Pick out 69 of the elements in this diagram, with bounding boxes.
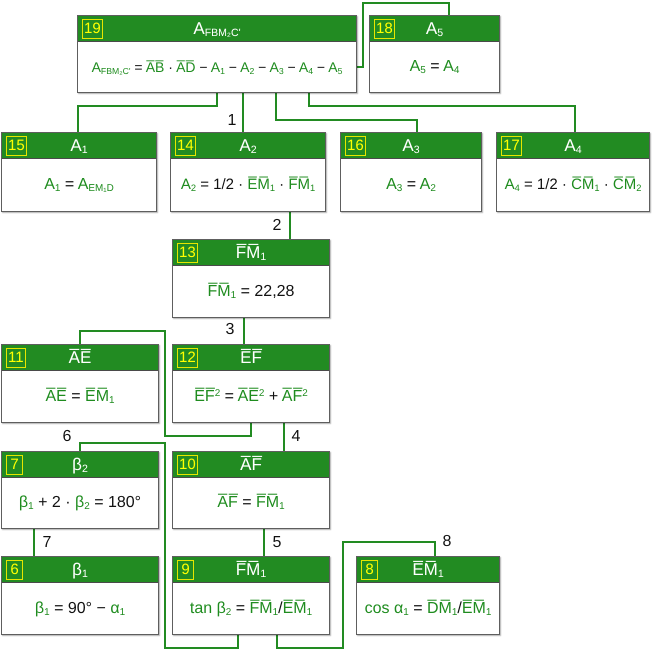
- connector-line: [283, 423, 285, 451]
- number-badge: 11: [6, 348, 26, 368]
- card: [1, 451, 159, 529]
- formula: β$_{1}$ + 2 · β$_{2}$ = 180°: [18, 493, 142, 514]
- formula: E̅F̅$^{2}$ = A̅E̅$^{2}$ + A̅F̅$^{2}$: [194, 386, 308, 406]
- card-title: A$_{2}$: [239, 136, 257, 156]
- number-badge: 16: [345, 136, 366, 156]
- formula: A$_{FBM₂C'}$ = A̅B̅ · A̅D̅ − A$_{1}$ − A$_{2}$ − A$_{3}$ − A$_{4}$ − A$_{5}$: [92, 58, 342, 78]
- formula: A$_{3}$ = A$_{2}$: [386, 175, 436, 196]
- card: [1, 556, 159, 635]
- formula: A̅E̅ = E̅M̅$_{1}$: [45, 386, 115, 408]
- number-badge: 9: [177, 560, 194, 580]
- connector-line: [79, 330, 252, 437]
- number-badge: 17: [501, 136, 522, 156]
- formula: A$_{5}$ = A$_{4}$: [410, 57, 460, 78]
- number-badge: 8: [361, 560, 378, 580]
- connector-line: [79, 442, 239, 649]
- card-title: A$_{4}$: [564, 136, 582, 156]
- connector-line: [357, 2, 450, 68]
- card: [172, 344, 330, 423]
- card-title: A̅E̅: [68, 348, 92, 368]
- connector-line: [275, 93, 418, 132]
- connector-line: [33, 529, 35, 556]
- card-title: A$_{FBM₂C'}$: [193, 18, 241, 38]
- formula: cos α$_{1}$ = D̅M̅$_{1}$/E̅M̅$_{1}$: [364, 598, 492, 620]
- number-badge: 7: [6, 455, 23, 475]
- card-title: F̅M̅$_{1}$: [236, 242, 266, 262]
- connector-line: [276, 541, 436, 649]
- connector-line: [289, 212, 291, 239]
- card-title: F̅M̅$_{1}$: [236, 560, 266, 580]
- card: [356, 556, 500, 635]
- card: [1, 132, 157, 212]
- formula: β$_{1}$ = 90° − α$_{1}$: [34, 598, 126, 620]
- card-title: E̅M̅$_{1}$: [412, 560, 444, 580]
- card-title: A$_{1}$: [70, 136, 88, 156]
- number-badge: 6: [6, 560, 23, 580]
- connector-line: [77, 93, 218, 132]
- card: [340, 132, 482, 212]
- card: [77, 15, 357, 93]
- number-badge: 12: [177, 348, 198, 368]
- card-title: A$_{3}$: [402, 136, 420, 156]
- number-badge: 14: [175, 136, 196, 156]
- number-badge: 10: [177, 455, 198, 475]
- card: [170, 132, 326, 212]
- card: [172, 451, 330, 529]
- card-title: E̅F̅: [240, 348, 262, 368]
- card: [496, 132, 650, 212]
- connector-line: [242, 93, 244, 132]
- formula: A$_{4}$ = 1/2 · C̅M̅$_{1}$ · C̅M̅$_{2}$: [504, 175, 642, 196]
- card: [1, 344, 159, 423]
- card-title: β$_{1}$: [72, 560, 88, 580]
- card-title: A$_{5}$: [426, 18, 444, 38]
- card-title: β$_{2}$: [72, 454, 88, 474]
- formula: A$_{1}$ = A$_{EM₁D}$: [44, 175, 114, 196]
- number-badge: 18: [374, 19, 395, 39]
- card: [172, 239, 330, 318]
- formula: A̅F̅ = F̅M̅$_{1}$: [217, 492, 285, 514]
- connector-line: [308, 93, 576, 132]
- connector-line: [243, 318, 245, 344]
- formula: A$_{2}$ = 1/2 · E̅M̅$_{1}$ · F̅M̅$_{1}$: [180, 175, 316, 196]
- formula: F̅M̅$_{1}$ = 22,28: [208, 282, 294, 302]
- number-badge: 19: [82, 19, 103, 39]
- card: [369, 15, 500, 93]
- card-title: A̅F̅: [240, 454, 262, 474]
- connector-line: [263, 529, 265, 556]
- formula: tan β$_{2}$ = F̅M̅$_{1}$/E̅M̅$_{1}$: [190, 598, 312, 620]
- number-badge: 13: [177, 243, 198, 263]
- card: [172, 556, 330, 635]
- number-badge: 15: [6, 136, 27, 156]
